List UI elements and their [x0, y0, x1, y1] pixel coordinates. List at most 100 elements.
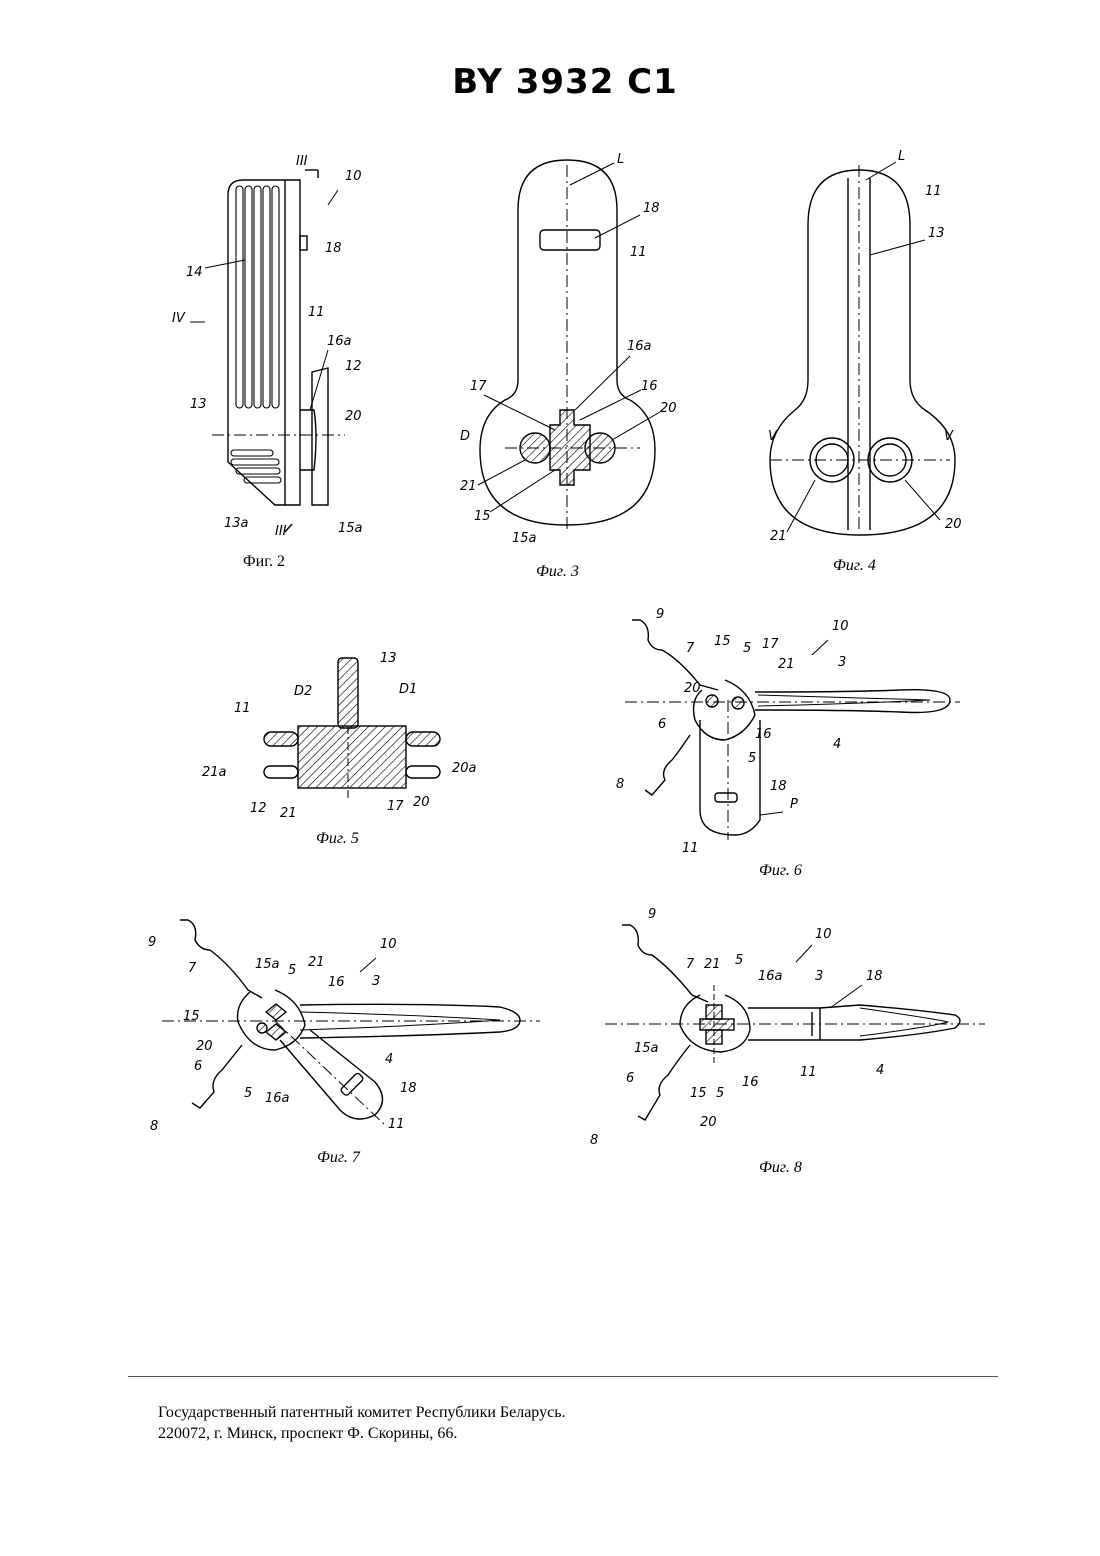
- svg-text:9: 9: [648, 907, 656, 922]
- svg-text:13: 13: [380, 651, 397, 666]
- svg-text:11: 11: [308, 305, 325, 320]
- svg-text:18: 18: [325, 241, 342, 256]
- figure-6-caption: Фиг. 6: [759, 862, 802, 879]
- svg-text:4: 4: [833, 737, 841, 752]
- footer-line-1: Государственный патентный комитет Респуб…: [158, 1402, 566, 1423]
- footer-line-2: 220072, г. Минск, проспект Ф. Скорины, 6…: [158, 1423, 566, 1444]
- svg-text:20: 20: [945, 517, 962, 532]
- svg-text:9: 9: [148, 935, 156, 950]
- svg-text:5: 5: [716, 1086, 724, 1101]
- svg-text:16a: 16a: [327, 334, 352, 349]
- figure-2-drawing: [212, 170, 345, 532]
- svg-text:9: 9: [656, 607, 664, 622]
- svg-text:11: 11: [234, 701, 251, 716]
- svg-text:20: 20: [660, 401, 677, 416]
- svg-text:20: 20: [684, 681, 701, 696]
- svg-text:18: 18: [400, 1081, 417, 1096]
- svg-text:16a: 16a: [627, 339, 652, 354]
- figure-3-labels: L 18 11 16a 17 16 20 D 21 15 15a: [460, 152, 677, 546]
- svg-text:21a: 21a: [202, 765, 227, 780]
- svg-text:20: 20: [413, 795, 430, 810]
- svg-text:16: 16: [742, 1075, 759, 1090]
- figure-4-labels: L 11 13 V V 21 20: [768, 149, 962, 544]
- svg-text:20: 20: [700, 1115, 717, 1130]
- svg-text:21: 21: [704, 957, 721, 972]
- figure-4-caption: Фиг. 4: [833, 557, 876, 574]
- footer: Государственный патентный комитет Респуб…: [158, 1402, 566, 1444]
- svg-text:21: 21: [770, 529, 787, 544]
- svg-text:5: 5: [748, 751, 756, 766]
- footer-divider: [128, 1376, 998, 1377]
- svg-text:5: 5: [735, 953, 743, 968]
- svg-text:III: III: [275, 524, 287, 539]
- svg-text:11: 11: [800, 1065, 817, 1080]
- svg-text:8: 8: [150, 1119, 158, 1134]
- svg-text:21: 21: [308, 955, 325, 970]
- svg-text:18: 18: [770, 779, 787, 794]
- figure-4-drawing: [770, 165, 955, 535]
- svg-text:20: 20: [345, 409, 362, 424]
- svg-text:16: 16: [641, 379, 658, 394]
- svg-text:D1: D1: [399, 682, 417, 697]
- svg-text:15a: 15a: [255, 957, 280, 972]
- svg-text:P: P: [790, 797, 798, 812]
- svg-text:V: V: [944, 429, 954, 444]
- svg-text:11: 11: [682, 841, 699, 856]
- svg-text:18: 18: [866, 969, 883, 984]
- svg-text:13: 13: [928, 226, 945, 241]
- svg-text:D: D: [460, 429, 470, 444]
- svg-text:5: 5: [288, 963, 296, 978]
- svg-text:8: 8: [616, 777, 624, 792]
- svg-text:7: 7: [188, 961, 197, 976]
- svg-text:5: 5: [244, 1086, 252, 1101]
- patent-drawings: 10 18 14 IV 11 16a 12 13 20 13a 15a III …: [0, 0, 1100, 1200]
- svg-text:16: 16: [328, 975, 345, 990]
- svg-text:21: 21: [778, 657, 795, 672]
- svg-text:11: 11: [388, 1117, 405, 1132]
- svg-text:10: 10: [832, 619, 849, 634]
- svg-text:6: 6: [626, 1071, 634, 1086]
- svg-text:16a: 16a: [758, 969, 783, 984]
- svg-text:IV: IV: [172, 311, 186, 326]
- svg-text:10: 10: [345, 169, 362, 184]
- svg-text:20a: 20a: [452, 761, 477, 776]
- svg-text:15: 15: [690, 1086, 707, 1101]
- svg-text:18: 18: [643, 201, 660, 216]
- svg-text:L: L: [617, 152, 624, 167]
- figure-8-labels: 9 10 7 21 5 16a 3 18 15a 6 15 5 16 11 4 …: [590, 907, 884, 1148]
- figure-8-drawing: [605, 925, 985, 1120]
- svg-text:15a: 15a: [512, 531, 537, 546]
- svg-text:17: 17: [762, 637, 779, 652]
- svg-text:7: 7: [686, 957, 695, 972]
- svg-text:6: 6: [658, 717, 666, 732]
- svg-text:D2: D2: [294, 684, 312, 699]
- svg-text:17: 17: [387, 799, 404, 814]
- figure-8-caption: Фиг. 8: [759, 1159, 802, 1176]
- svg-text:7: 7: [686, 641, 695, 656]
- svg-text:3: 3: [372, 974, 380, 989]
- svg-text:4: 4: [385, 1052, 393, 1067]
- svg-text:8: 8: [590, 1133, 598, 1148]
- svg-text:20: 20: [196, 1039, 213, 1054]
- svg-text:3: 3: [815, 969, 823, 984]
- svg-text:4: 4: [876, 1063, 884, 1078]
- svg-text:17: 17: [470, 379, 487, 394]
- figure-5-caption: Фиг. 5: [316, 830, 359, 847]
- svg-text:10: 10: [380, 937, 397, 952]
- svg-text:13a: 13a: [224, 516, 249, 531]
- svg-text:V: V: [768, 429, 778, 444]
- figure-2-labels: 10 18 14 IV 11 16a 12 13 20 13a 15a III …: [172, 154, 363, 539]
- svg-text:21: 21: [460, 479, 477, 494]
- svg-text:21: 21: [280, 806, 297, 821]
- svg-text:6: 6: [194, 1059, 202, 1074]
- svg-text:15: 15: [474, 509, 491, 524]
- svg-text:13: 13: [190, 397, 207, 412]
- figure-7-drawing: [162, 920, 540, 1125]
- figure-3-caption: Фиг. 3: [536, 563, 579, 580]
- svg-text:15: 15: [183, 1009, 200, 1024]
- svg-text:12: 12: [250, 801, 267, 816]
- figure-5-drawing: [264, 658, 440, 800]
- svg-text:16a: 16a: [265, 1091, 290, 1106]
- svg-text:11: 11: [630, 245, 647, 260]
- svg-text:III: III: [296, 154, 308, 169]
